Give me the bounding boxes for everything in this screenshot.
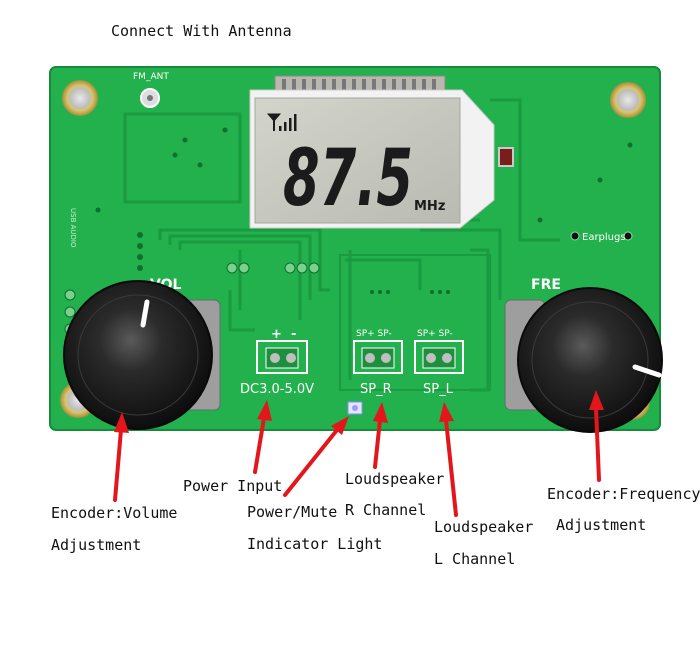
indicator-annotation-line1: Power/Mute (247, 503, 338, 521)
ant-silk-label: FM_ANT (133, 72, 169, 82)
spr-pin-2 (381, 353, 391, 363)
earplugs-jack-right (623, 231, 633, 241)
smd-component (498, 147, 514, 167)
shield-pad (123, 112, 242, 204)
arrow-power (253, 400, 272, 474)
earplugs-silk-label: Earplugs (582, 232, 626, 243)
frequency-annotation-line2: Adjustment (556, 516, 647, 534)
speaker-r-annotation-line2: R Channel (345, 501, 427, 519)
volume-annotation-line1: Encoder:Volume (51, 504, 178, 522)
vol-knob-ring (77, 294, 199, 416)
fre-silk-label: FRE (531, 277, 561, 293)
power-pin-1 (270, 353, 280, 363)
spl-pin-2 (442, 353, 452, 363)
volume-annotation-line2: Adjustment (51, 536, 142, 554)
annotation-arrows (113, 390, 604, 517)
fre-knob-ring (531, 301, 649, 419)
fre-knob (517, 287, 663, 433)
lcd-frequency: 87.5 (283, 134, 413, 224)
power-pin-2 (286, 353, 296, 363)
antenna-pad-center (147, 95, 153, 101)
speaker-l-annotation-line2: L Channel (434, 550, 516, 568)
arrow-speaker-r (373, 402, 388, 469)
power-minus-silk: - (291, 327, 296, 342)
antenna-annotation: Connect With Antenna (111, 22, 292, 40)
spr-name-silk: SP_R (360, 382, 392, 397)
power-connector (256, 340, 308, 374)
spr-connector (353, 340, 403, 374)
vol-knob (63, 280, 213, 430)
spl-name-silk: SP_L (423, 382, 454, 397)
arrow-speaker-l (439, 402, 458, 517)
spr-pins-silk: SP+ SP- (356, 329, 392, 339)
mount-hole-tr (610, 82, 646, 118)
arrow-indicator (283, 416, 349, 497)
fre-knob-pointer (632, 364, 662, 378)
vol-knob-pointer (140, 299, 150, 328)
power-input-annotation: Power Input (183, 477, 283, 495)
earplugs-jack-left (570, 231, 580, 241)
spr-pin-1 (365, 353, 375, 363)
spl-pin-1 (426, 353, 436, 363)
frequency-annotation-line1: Encoder:Frequency (547, 485, 700, 503)
arrow-volume (113, 412, 129, 502)
speaker-r-annotation-line1: Loudspeaker (345, 470, 445, 488)
indicator-annotation-line2: Indicator Light (247, 535, 383, 553)
pcb-vias (95, 127, 633, 294)
arrow-frequency (589, 390, 604, 482)
speaker-l-annotation-line1: Loudspeaker (434, 518, 534, 536)
spl-pins-silk: SP+ SP- (417, 329, 453, 339)
indicator-led-glow (352, 405, 358, 411)
antenna-signal-icon (266, 113, 297, 131)
power-connector-body (265, 347, 299, 369)
power-rating-silk: DC3.0-5.0V (240, 382, 314, 397)
lcd-unit: MHz (414, 199, 445, 214)
spl-connector (414, 340, 464, 374)
mount-hole-tl (62, 80, 98, 116)
pcb-outline (339, 254, 491, 391)
usb-silk-label: USB AUDIO (69, 208, 77, 248)
power-plus-silk: + (271, 327, 282, 342)
